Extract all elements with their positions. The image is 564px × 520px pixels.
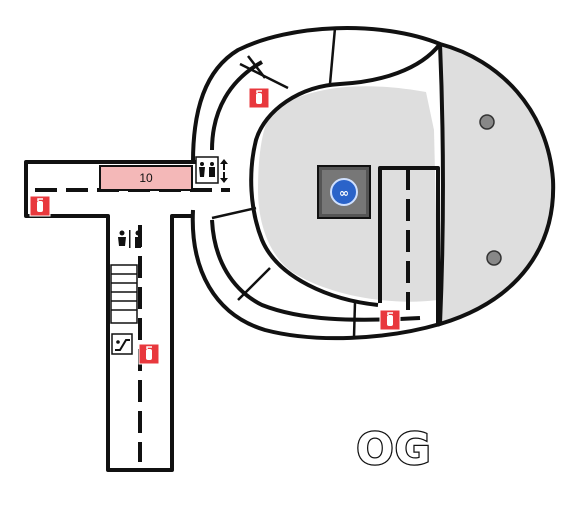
fire-extinguisher-icon — [29, 195, 51, 217]
atrium-area — [437, 41, 556, 327]
divider — [352, 301, 357, 338]
pillar-icon — [486, 250, 502, 266]
ring-mid-wall-lower — [210, 219, 421, 322]
floor-label: OG — [356, 424, 432, 475]
fire-extinguisher-icon — [248, 87, 270, 109]
fire-extinguisher-icon — [138, 343, 160, 365]
elevator-icon: ∞ — [317, 165, 371, 219]
outer-wall-lower — [190, 209, 441, 341]
outer-wall — [191, 26, 441, 163]
restroom-icon — [118, 230, 141, 248]
room-10[interactable] — [99, 165, 193, 191]
west-corridor — [24, 160, 196, 472]
inner-wall — [249, 42, 442, 307]
divider — [328, 27, 337, 85]
stairs-icon — [110, 264, 138, 324]
divider — [211, 206, 257, 220]
ring-mid-wall — [210, 60, 263, 151]
fire-extinguisher-icon — [379, 309, 401, 331]
room-10-label: 10 — [139, 171, 153, 185]
svg-text:∞: ∞ — [339, 186, 349, 200]
divider — [239, 62, 289, 90]
divider — [237, 267, 271, 301]
pillar-icon — [479, 114, 495, 130]
escalator-icon — [111, 333, 133, 355]
elevator-arrows-icon — [220, 159, 228, 183]
restroom-icon — [195, 156, 219, 184]
